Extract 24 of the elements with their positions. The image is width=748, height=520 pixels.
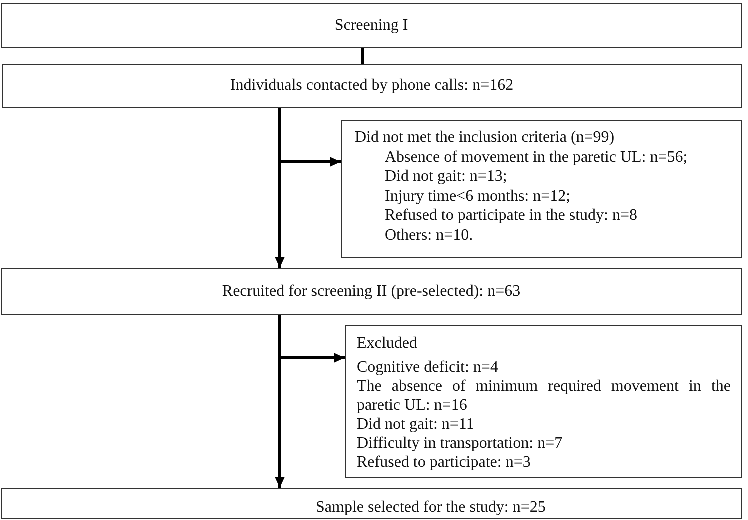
exclusion-item: Refused to participate in the study: n=8: [384, 206, 639, 226]
connector-line: [362, 48, 364, 64]
process-box: [1, 3, 742, 48]
exclusion-item: Absence of movement in the paretic UL: n=56;: [384, 148, 689, 168]
exclusion-item: Did not gait: n=11: [357, 415, 476, 434]
exclusion-heading: Excluded: [357, 334, 418, 353]
step-label: Screening I: [334, 16, 408, 36]
exclusion-item: Others: n=10.: [384, 226, 474, 246]
process-box: [2, 64, 742, 108]
exclusion-item: Difficulty in transportation: n=7: [357, 434, 564, 453]
process-box: [1, 488, 742, 519]
exclusion-item: Did not gait: n=13;: [384, 167, 508, 187]
step-label: Sample selected for the study: n=25: [316, 498, 547, 518]
step-label: Individuals contacted by phone calls: n=162: [230, 76, 514, 96]
step-label: Recruited for screening II (pre-selected): n=63: [222, 282, 521, 302]
exclusion-item: Injury time<6 months: n=12;: [384, 186, 572, 206]
arrow: [275, 108, 285, 268]
exclusion-heading: Did not met the inclusion criteria (n=99): [355, 128, 616, 148]
process-box: [1, 268, 742, 315]
exclusion-box: [345, 325, 742, 478]
exclusion-box: [341, 120, 742, 258]
exclusion-item: Cognitive deficit: n=4: [357, 358, 500, 377]
exclusion-item: Refused to participate: n=3: [357, 453, 532, 472]
exclusion-item: The absence of minimum required movement in the paretic UL: n=16: [357, 377, 731, 415]
